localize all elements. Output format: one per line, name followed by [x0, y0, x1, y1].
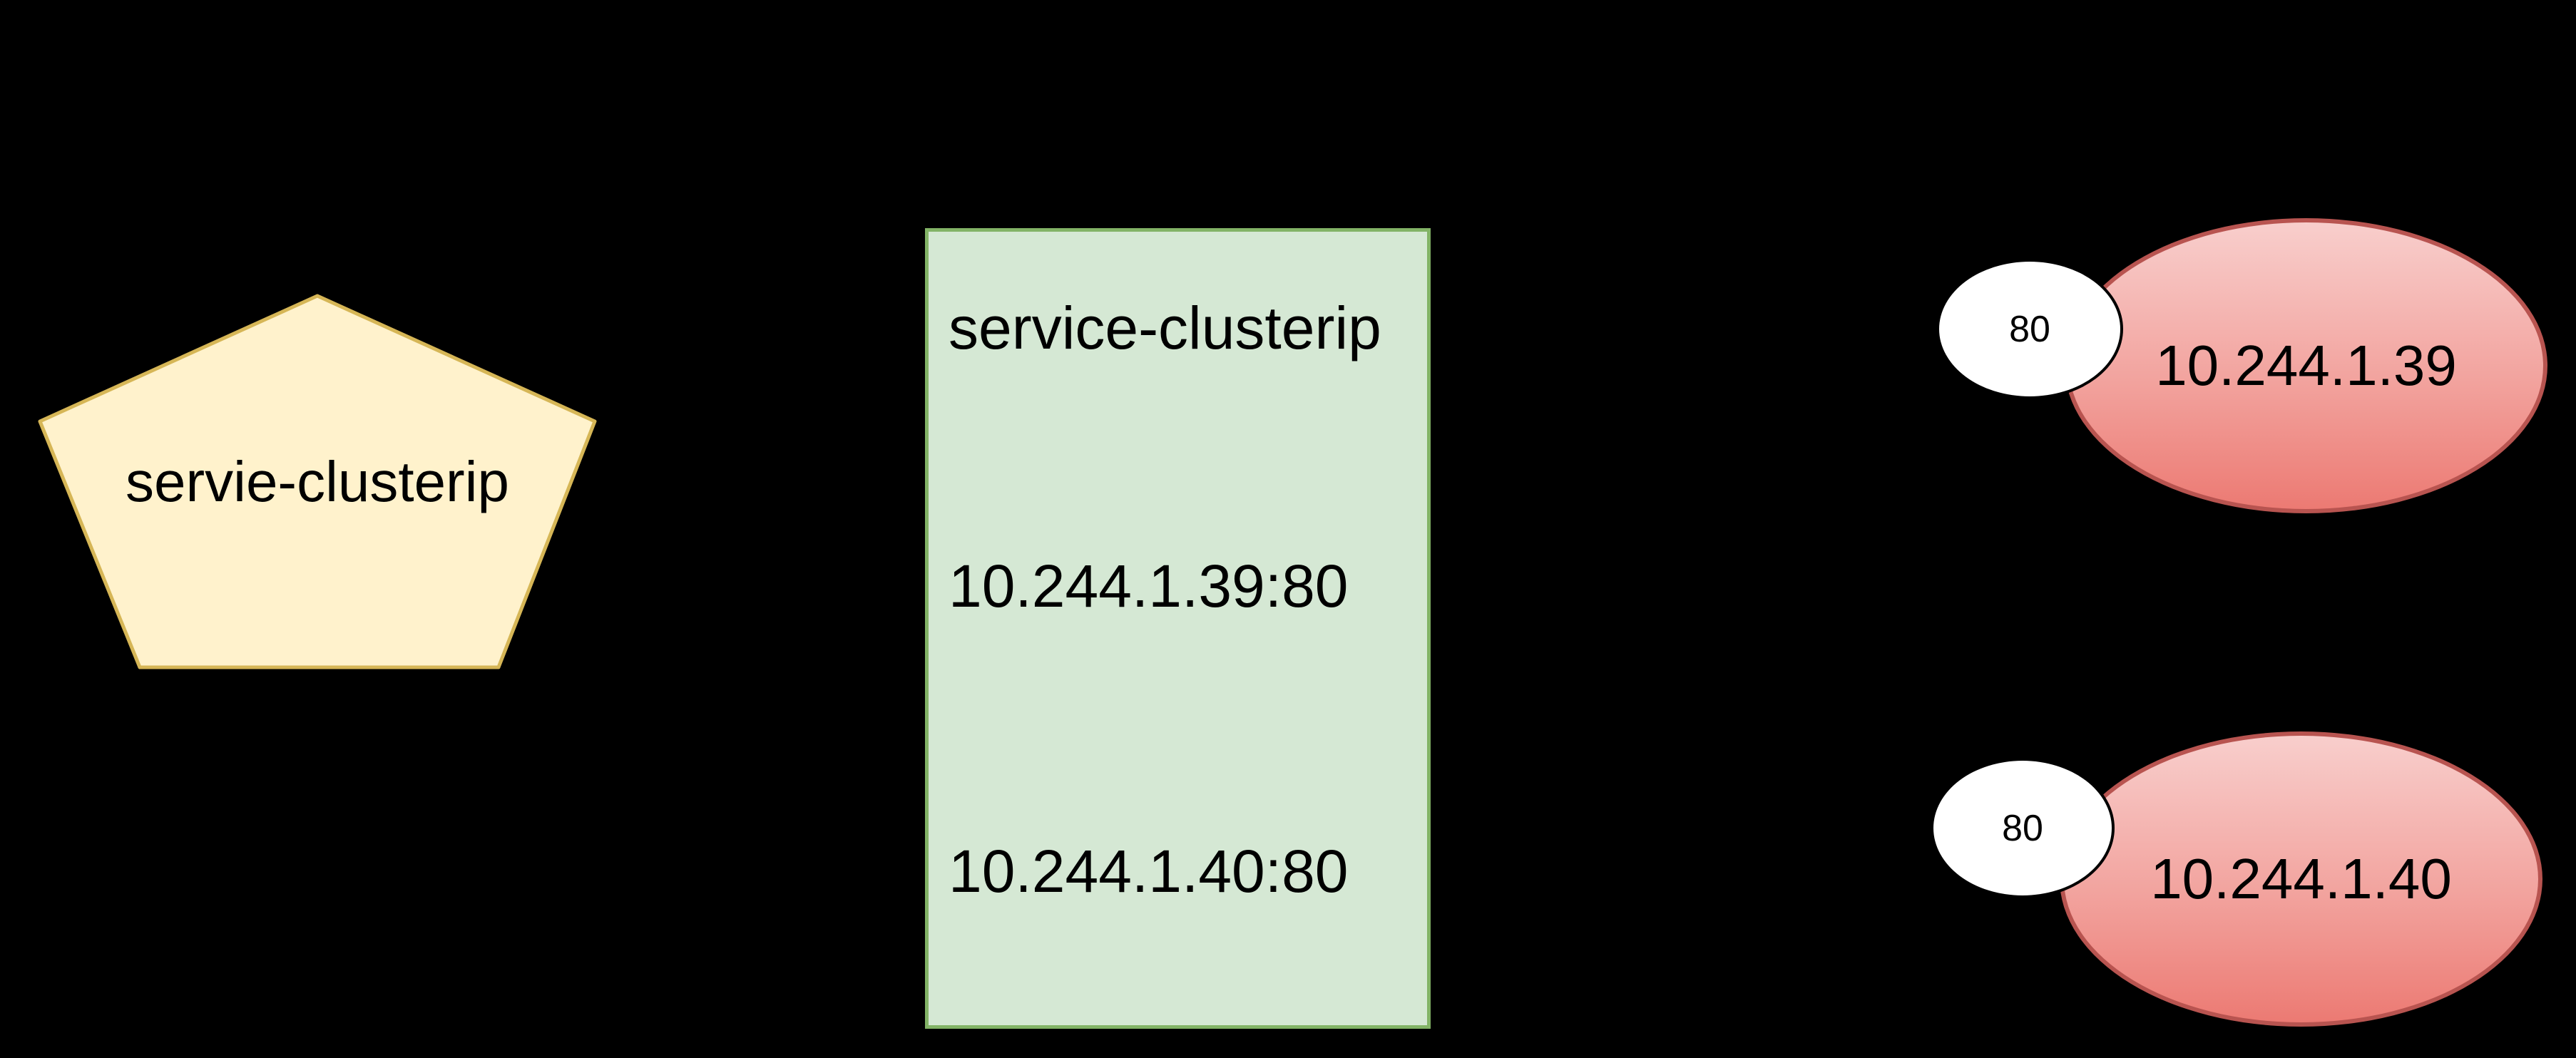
endpoint-row-1: 10.244.1.39:80 [949, 553, 1349, 620]
pod-ellipse-1: 10.244.1.39 [2065, 218, 2547, 513]
pod-2-port-label: 80 [2002, 807, 2043, 849]
pod-1-port-label: 80 [2009, 308, 2050, 350]
pod-1-port-circle: 80 [1936, 259, 2123, 399]
pentagon-shape-icon [38, 294, 597, 669]
pod-ellipse-2: 10.244.1.40 [2060, 731, 2542, 1027]
endpoints-box-title: service-clusterip [949, 294, 1381, 361]
endpoint-row-2: 10.244.1.40:80 [949, 838, 1349, 905]
pod-2-ip-label: 10.244.1.40 [2150, 847, 2452, 910]
service-pentagon: servie-clusterip [38, 294, 597, 669]
pod-2-port-circle: 80 [1931, 758, 2115, 898]
service-pentagon-label: servie-clusterip [126, 449, 509, 513]
pod-1-ip-label: 10.244.1.39 [2155, 334, 2457, 397]
endpoints-box: service-clusterip 10.244.1.39:80 10.244.… [925, 228, 1431, 1029]
